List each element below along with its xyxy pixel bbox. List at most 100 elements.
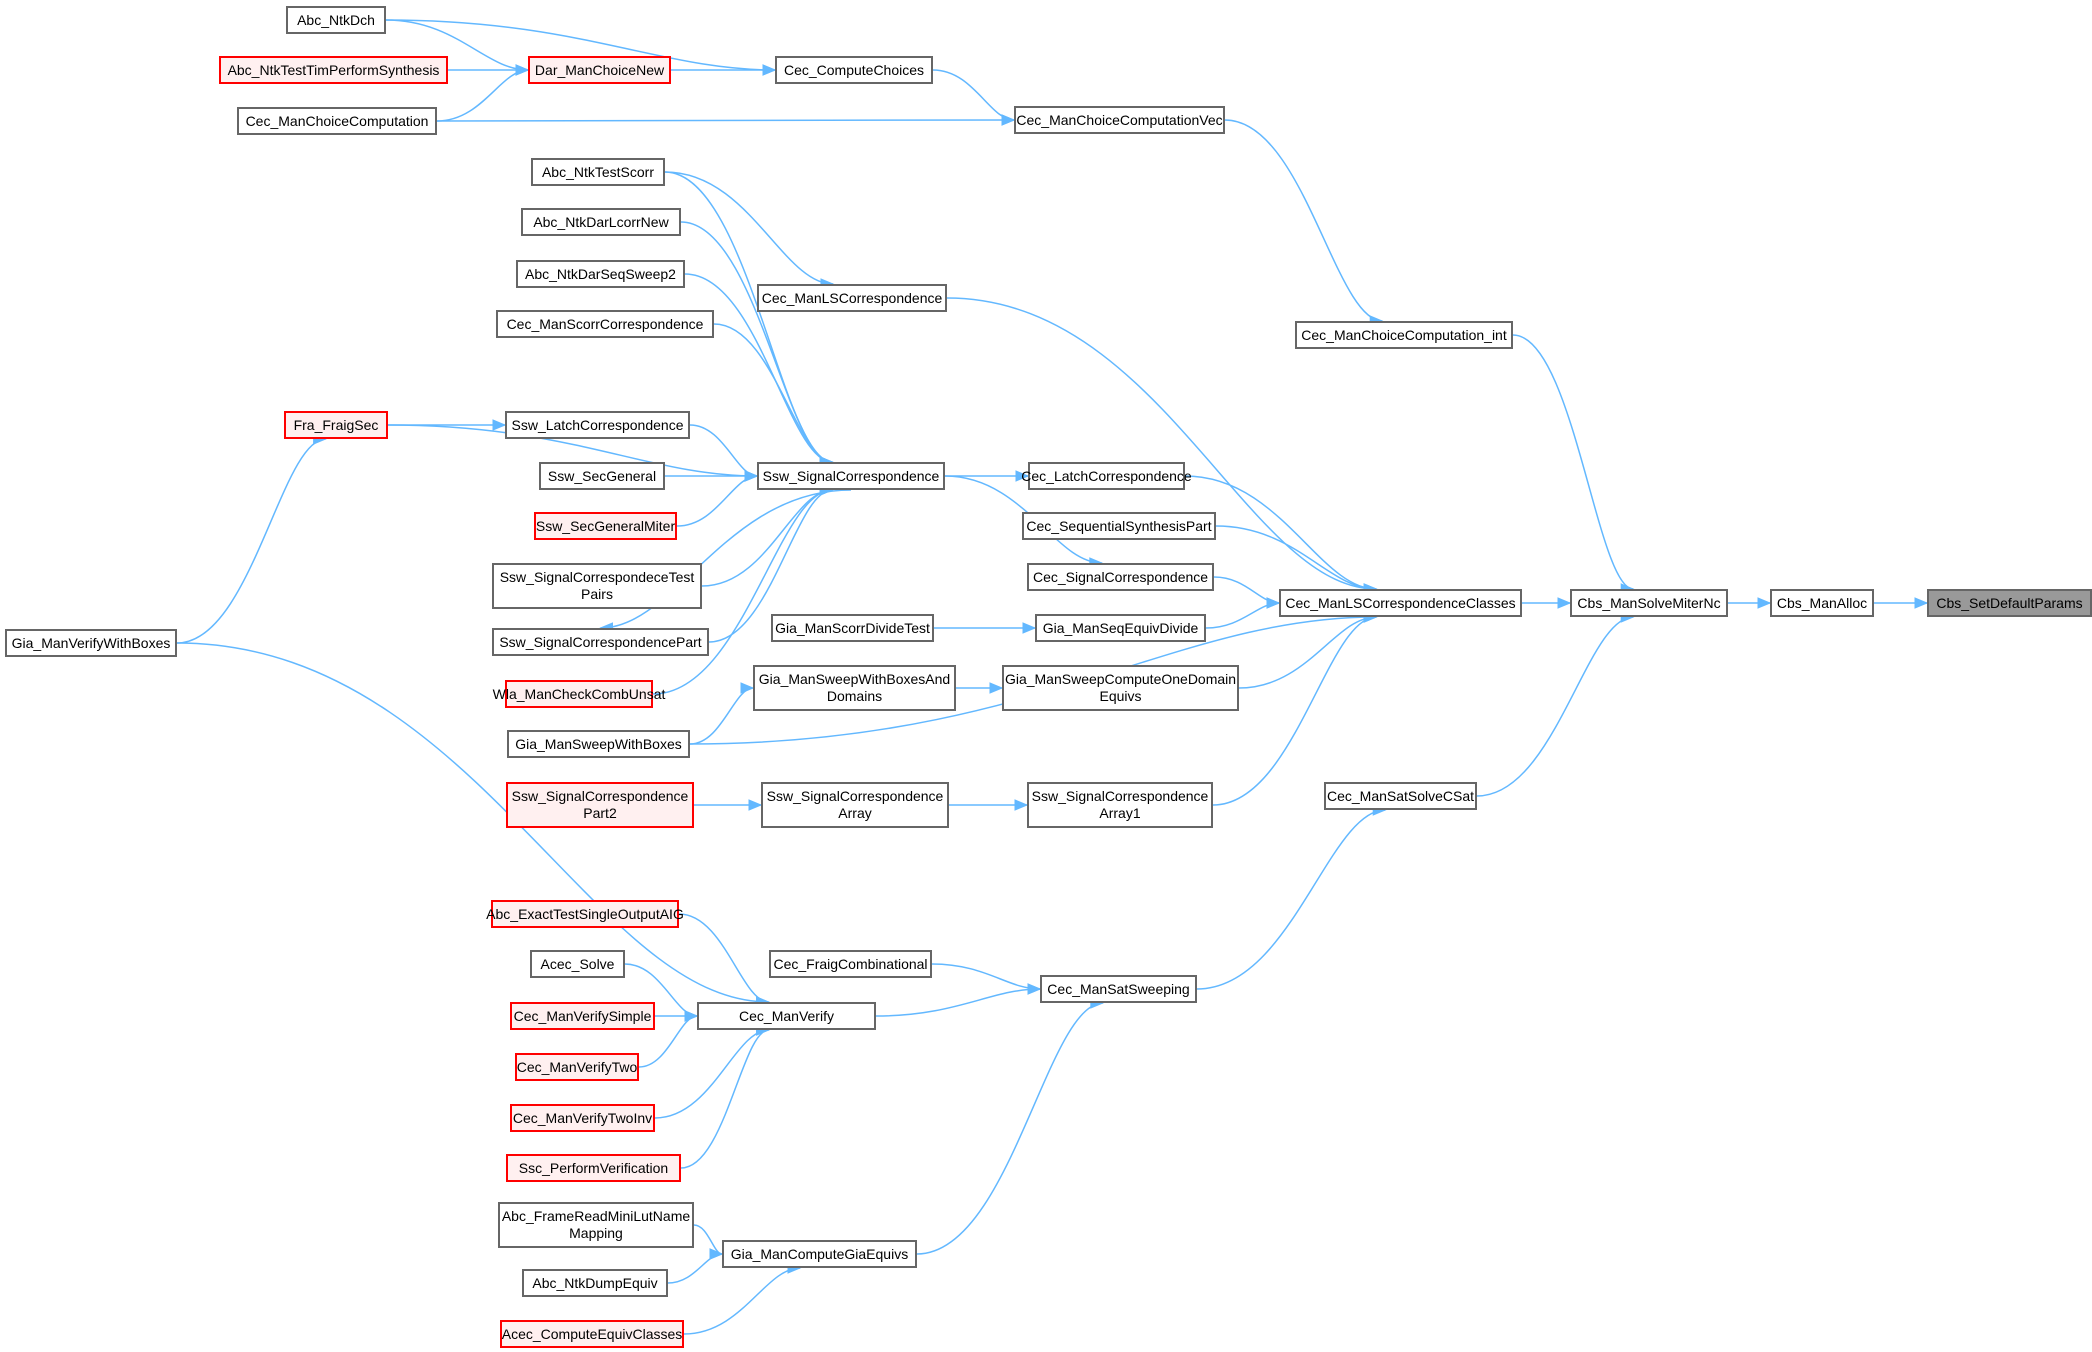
call-edge [1215,525,1377,590]
call-edge [931,963,1041,990]
call-edge [946,297,1377,590]
call-edge [916,1002,1103,1255]
call-edge [385,19,529,71]
graph-node[interactable]: Cec_ManVerify [697,1002,876,1030]
edge-arrowhead [989,682,1004,694]
graph-node[interactable]: Cec_ManVerifyTwoInv [510,1104,655,1132]
graph-node[interactable]: Gia_ManSeqEquivDivide [1035,614,1206,642]
call-edge [1238,616,1377,689]
call-edge [600,489,852,629]
graph-node[interactable]: Cec_LatchCorrespondence [1021,462,1192,490]
edge-arrowhead [762,64,777,76]
graph-node[interactable]: Ssw_SignalCorrespondeceTest Pairs [492,563,702,609]
edge-arrowhead [1015,470,1030,482]
graph-node[interactable]: Cec_ManChoiceComputation_int [1295,321,1513,349]
edge-arrowhead [1001,114,1016,126]
call-edge [680,1029,769,1169]
graph-node[interactable]: Abc_NtkTestScorr [531,158,665,186]
graph-node[interactable]: Cbs_ManSolveMiterNc [1570,589,1728,617]
graph-node[interactable]: Cec_SequentialSynthesisPart [1022,512,1216,540]
graph-node[interactable]: Ssw_SignalCorrespondence Array [761,782,949,828]
call-edge [667,1253,723,1284]
graph-node[interactable]: Abc_FrameReadMiniLutName Mapping [498,1202,694,1248]
graph-node[interactable]: Gia_ManSweepWithBoxesAnd Domains [753,665,956,711]
graph-node[interactable]: Gia_ManVerifyWithBoxes [5,629,177,657]
graph-node[interactable]: Abc_ExactTestSingleOutputAIG [486,900,684,928]
graph-node[interactable]: Cec_ManChoiceComputationVec [1014,106,1225,134]
graph-node[interactable]: Abc_NtkDumpEquiv [522,1269,668,1297]
graph-node[interactable]: Ssw_SignalCorrespondence Part2 [506,782,694,828]
call-edge [1224,119,1383,322]
edge-arrowhead [515,64,530,76]
graph-node[interactable]: Cec_ManScorrCorrespondence [496,310,714,338]
graph-node[interactable]: Ssw_LatchCorrespondence [505,411,690,439]
edge-arrowhead [744,470,759,482]
graph-node[interactable]: Cec_ComputeChoices [775,56,933,84]
graph-node[interactable]: Abc_NtkDarLcorrNew [521,208,681,236]
graph-node[interactable]: Acec_Solve [530,950,625,978]
graph-node[interactable]: Gia_ManComputeGiaEquivs [722,1240,917,1268]
graph-node[interactable]: Ssw_SignalCorrespondence Array1 [1027,782,1213,828]
graph-node[interactable]: Cec_ManVerifySimple [510,1002,655,1030]
edge-arrowhead [1027,983,1042,995]
graph-node[interactable]: Cec_ManLSCorrespondenceClasses [1279,589,1522,617]
call-edge [1212,616,1377,806]
graph-node[interactable]: Cec_ManChoiceComputation [237,107,437,135]
call-edge [387,424,758,477]
graph-node[interactable]: Gia_ManSweepComputeOneDomain Equivs [1002,665,1239,711]
call-edge [654,1029,769,1119]
graph-node[interactable]: Ssw_SignalCorrespondencePart [492,628,709,656]
graph-node[interactable]: Cec_FraigCombinational [769,950,932,978]
edge-arrowhead [1014,799,1029,811]
graph-node[interactable]: Cec_ManVerifyTwo [515,1053,639,1081]
edge-arrowhead [748,799,763,811]
call-edge [664,171,834,285]
graph-node: Cbs_SetDefaultParams [1927,589,2092,617]
graph-node[interactable]: Ssc_PerformVerification [506,1154,681,1182]
edge-arrowhead [684,1010,699,1022]
edge-arrowhead [740,682,755,694]
graph-node[interactable]: Cec_ManLSCorrespondence [757,284,947,312]
call-edge [436,69,529,122]
graph-node[interactable]: Ssw_SecGeneral [539,462,665,490]
graph-node[interactable]: Cbs_ManAlloc [1770,589,1874,617]
graph-node[interactable]: Cec_ManSatSolveCSat [1324,782,1477,810]
call-edge [676,475,758,527]
call-edge [678,913,769,1003]
call-edge [683,1267,801,1335]
call-edge [713,323,833,463]
edge-arrowhead [492,419,507,431]
graph-node[interactable]: Cec_ManSatSweeping [1040,975,1197,1003]
graph-node[interactable]: Fra_FraigSec [284,411,388,439]
call-edge [932,69,1015,121]
graph-node[interactable]: Ssw_SecGeneralMiter [534,512,677,540]
call-edge [689,424,758,477]
call-edge [436,119,1015,122]
call-edge [652,489,833,695]
graph-node[interactable]: Wla_ManCheckCombUnsat [493,680,665,708]
call-edge [1512,334,1634,590]
edge-arrowhead [1914,597,1929,609]
edge-arrowhead [1557,597,1572,609]
graph-node[interactable]: Ssw_SignalCorrespondence [757,462,945,490]
call-edge [385,19,776,71]
graph-node[interactable]: Gia_ManSweepWithBoxes [507,730,690,758]
call-edge [693,1224,723,1255]
graph-node[interactable]: Acec_ComputeEquivClasses [500,1320,684,1348]
graph-node[interactable]: Abc_NtkTestTimPerformSynthesis [219,56,448,84]
call-edge [875,988,1041,1017]
edge-arrowhead [1757,597,1772,609]
graph-node[interactable]: Gia_ManScorrDivideTest [771,614,934,642]
graph-node[interactable]: Cec_SignalCorrespondence [1027,563,1214,591]
call-edge [1184,475,1377,590]
graph-node[interactable]: Abc_NtkDarSeqSweep2 [516,260,685,288]
graph-node[interactable]: Dar_ManChoiceNew [528,56,671,84]
edge-arrowhead [1266,597,1281,609]
call-edge [1476,616,1634,797]
graph-node[interactable]: Abc_NtkDch [286,6,386,34]
edge-arrowhead [1022,622,1037,634]
edge-arrowhead [709,1248,724,1260]
call-edge [1196,809,1386,990]
